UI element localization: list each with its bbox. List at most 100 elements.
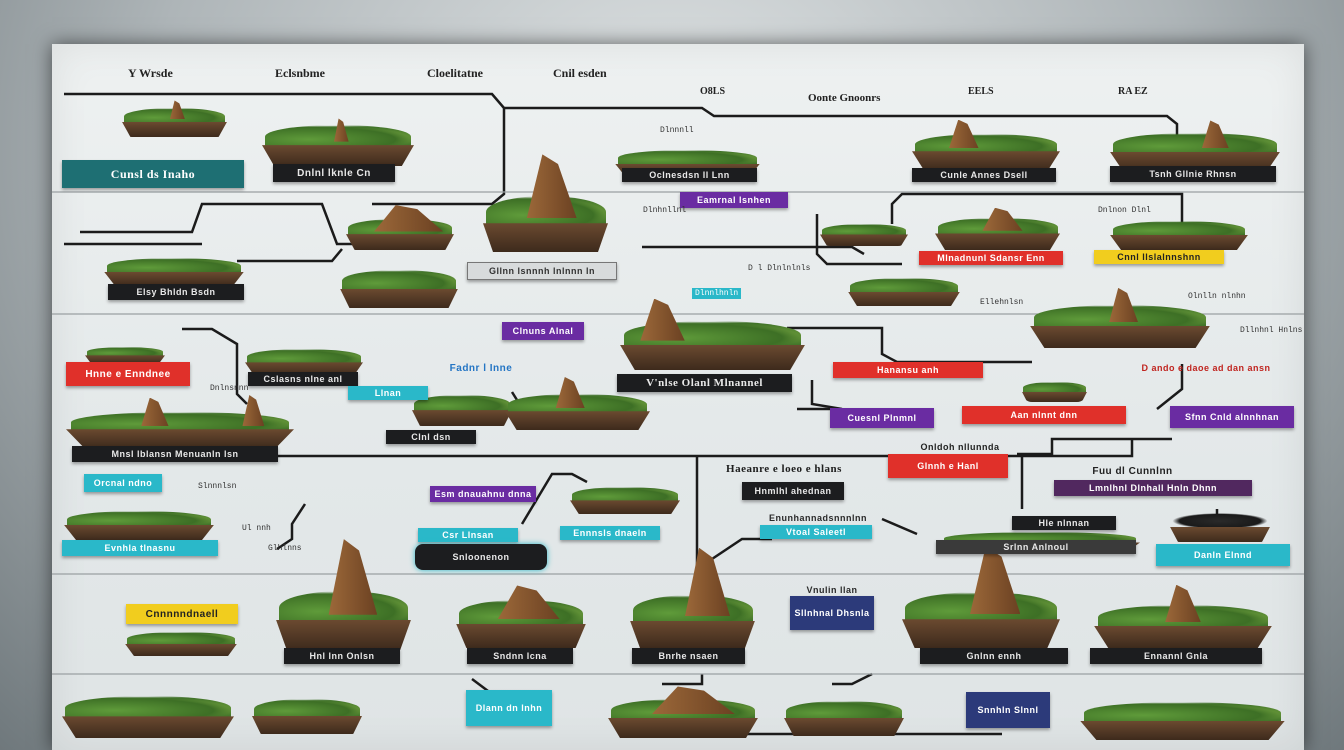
node-tag-red: Hanansu anh <box>833 362 983 378</box>
connector <box>237 248 343 263</box>
island-illustration <box>848 266 960 306</box>
connector <box>1017 437 1172 456</box>
node-head: Fuu dl Cunnlnn <box>1092 465 1173 477</box>
node-tag-red: Aan nlnnt dnn <box>962 406 1126 424</box>
connector <box>182 327 248 405</box>
node-caption: Oclnesdsn ll Lnn <box>622 168 757 182</box>
island-illustration <box>262 108 414 166</box>
island-illustration <box>346 205 454 250</box>
island-illustration <box>630 547 755 648</box>
node-note: Enunhannadsnnnlnn <box>769 513 867 523</box>
connector <box>276 503 307 551</box>
island-illustration <box>1110 208 1248 250</box>
node-tag-yellow: Cnnl llslalnnshnn <box>1094 250 1224 264</box>
annotation: Dnlnon Dlnl <box>1098 206 1151 215</box>
node-caption: Gnlnn ennh <box>920 648 1068 664</box>
node-caption: Mnsl lblansn Menuanln lsn <box>72 446 278 462</box>
connector <box>810 380 843 411</box>
connector <box>642 245 865 256</box>
annotation: Dllnhnl Hnlns <box>1240 326 1303 335</box>
node-tag-yellow: Cnnnnndnaell <box>126 604 238 624</box>
node-tag-teal: Danln Elnnd <box>1156 544 1290 566</box>
node-caption: Hnl lnn Onlsn <box>284 648 400 664</box>
annotation: Dlnnnll <box>660 126 694 135</box>
node-tag-navy: Sllnhnal Dhsnla <box>790 596 874 630</box>
connector <box>80 202 352 246</box>
connector <box>832 672 873 686</box>
annotation: Ellehnlsn <box>980 298 1024 307</box>
connector <box>881 517 918 536</box>
island-illustration <box>902 546 1060 648</box>
island-illustration <box>935 204 1060 250</box>
connector <box>662 674 704 686</box>
island-illustration <box>62 678 234 738</box>
node-caption: Ennannl Gnla <box>1090 648 1262 664</box>
node-tag-teal: Llnan <box>348 386 428 400</box>
connector <box>520 472 588 525</box>
island-illustration <box>64 498 214 540</box>
node-title: Haeanre e loeo e hlans <box>726 463 842 475</box>
island-illustration <box>620 298 805 370</box>
node-tag-teal: Evnhla tlnasnu <box>62 540 218 556</box>
node-note-blue: Fadnr l Inne <box>449 362 513 374</box>
annotation: Dlnnlhnln <box>692 288 742 299</box>
island-illustration <box>122 95 227 137</box>
node-caption: Bnrhe nsaen <box>632 648 745 664</box>
annotation: Ul nnh <box>242 524 271 533</box>
node-caption: Sndnn lcna <box>467 648 573 664</box>
island-illustration <box>570 476 680 514</box>
island-illustration <box>456 580 586 648</box>
node-caption: Tsnh Gllnie Rhnsn <box>1110 166 1276 182</box>
annotation: Dlnhnllnl <box>643 206 687 215</box>
island-illustration <box>245 338 363 376</box>
node-tag-red: Mlnadnunl Sdansr Enn <box>919 251 1063 265</box>
connector <box>815 214 902 266</box>
island-illustration <box>1170 500 1270 542</box>
header-5: O8LS <box>700 86 726 97</box>
island-illustration <box>1094 584 1272 648</box>
node-note-red: D ando e daoe ad dan ansn <box>1141 363 1271 373</box>
connector <box>504 106 1179 139</box>
connector <box>890 192 1184 232</box>
island-illustration <box>104 246 244 286</box>
node-tag-red: Glnnh e Hanl <box>888 454 1008 478</box>
island-illustration <box>125 622 237 656</box>
connector <box>787 326 1032 364</box>
node-caption: Srlnn Anlnoul <box>936 540 1136 554</box>
header-4: Cnil esden <box>553 66 607 80</box>
island-illustration <box>1080 686 1285 740</box>
node-button: Snloonenon <box>415 544 547 570</box>
node-tag-purple: Esm dnauahnu dnna <box>430 486 536 502</box>
island-illustration <box>1022 374 1087 402</box>
island-illustration <box>85 340 165 364</box>
island-illustration <box>252 684 362 734</box>
island-illustration <box>820 214 908 246</box>
node-tag-teal: Dlann dn lnhn <box>466 690 552 726</box>
node-tag-purple: Lmnlhnl Dlnhall Hnln Dhnn <box>1054 480 1252 496</box>
node-tag-teal: Ennnsls dnaeln <box>560 526 660 540</box>
header-3: Cloelitatne <box>427 66 483 80</box>
node-title: V'nlse Olanl Mlnannel <box>617 374 792 392</box>
island-illustration <box>784 686 904 736</box>
island-illustration <box>1030 286 1210 348</box>
node-caption: Clnl dsn <box>386 430 476 444</box>
island-illustration <box>1110 116 1280 172</box>
node-tag-purple: Clnuns Alnal <box>502 322 584 340</box>
node-caption: Cunle Annes Dsell <box>912 168 1056 182</box>
island-illustration <box>276 539 411 650</box>
node-tag-navy: Snnhln Slnnl <box>966 692 1050 728</box>
node-tag-red: Hnne e Enndnee <box>66 362 190 386</box>
node-tag-purple: Eamrnal lsnhen <box>680 192 788 208</box>
connector <box>1156 364 1184 410</box>
header-1: Y Wrsde <box>128 66 173 80</box>
node-caption: Cslasns nlne anl <box>248 372 358 386</box>
island-illustration <box>505 376 650 430</box>
island-illustration <box>66 394 294 448</box>
node-caption: Elsy Bhldn Bsdn <box>108 284 244 300</box>
node-tag-teal: Vtoal Saleetl <box>760 525 872 539</box>
node-tag-purple: Cuesnl Plnmnl <box>830 408 934 428</box>
header-2: Eclsnbme <box>275 66 326 80</box>
header-6: Oonte Gnoonrs <box>808 92 881 104</box>
island-illustration <box>912 118 1060 170</box>
island-illustration <box>608 682 758 738</box>
